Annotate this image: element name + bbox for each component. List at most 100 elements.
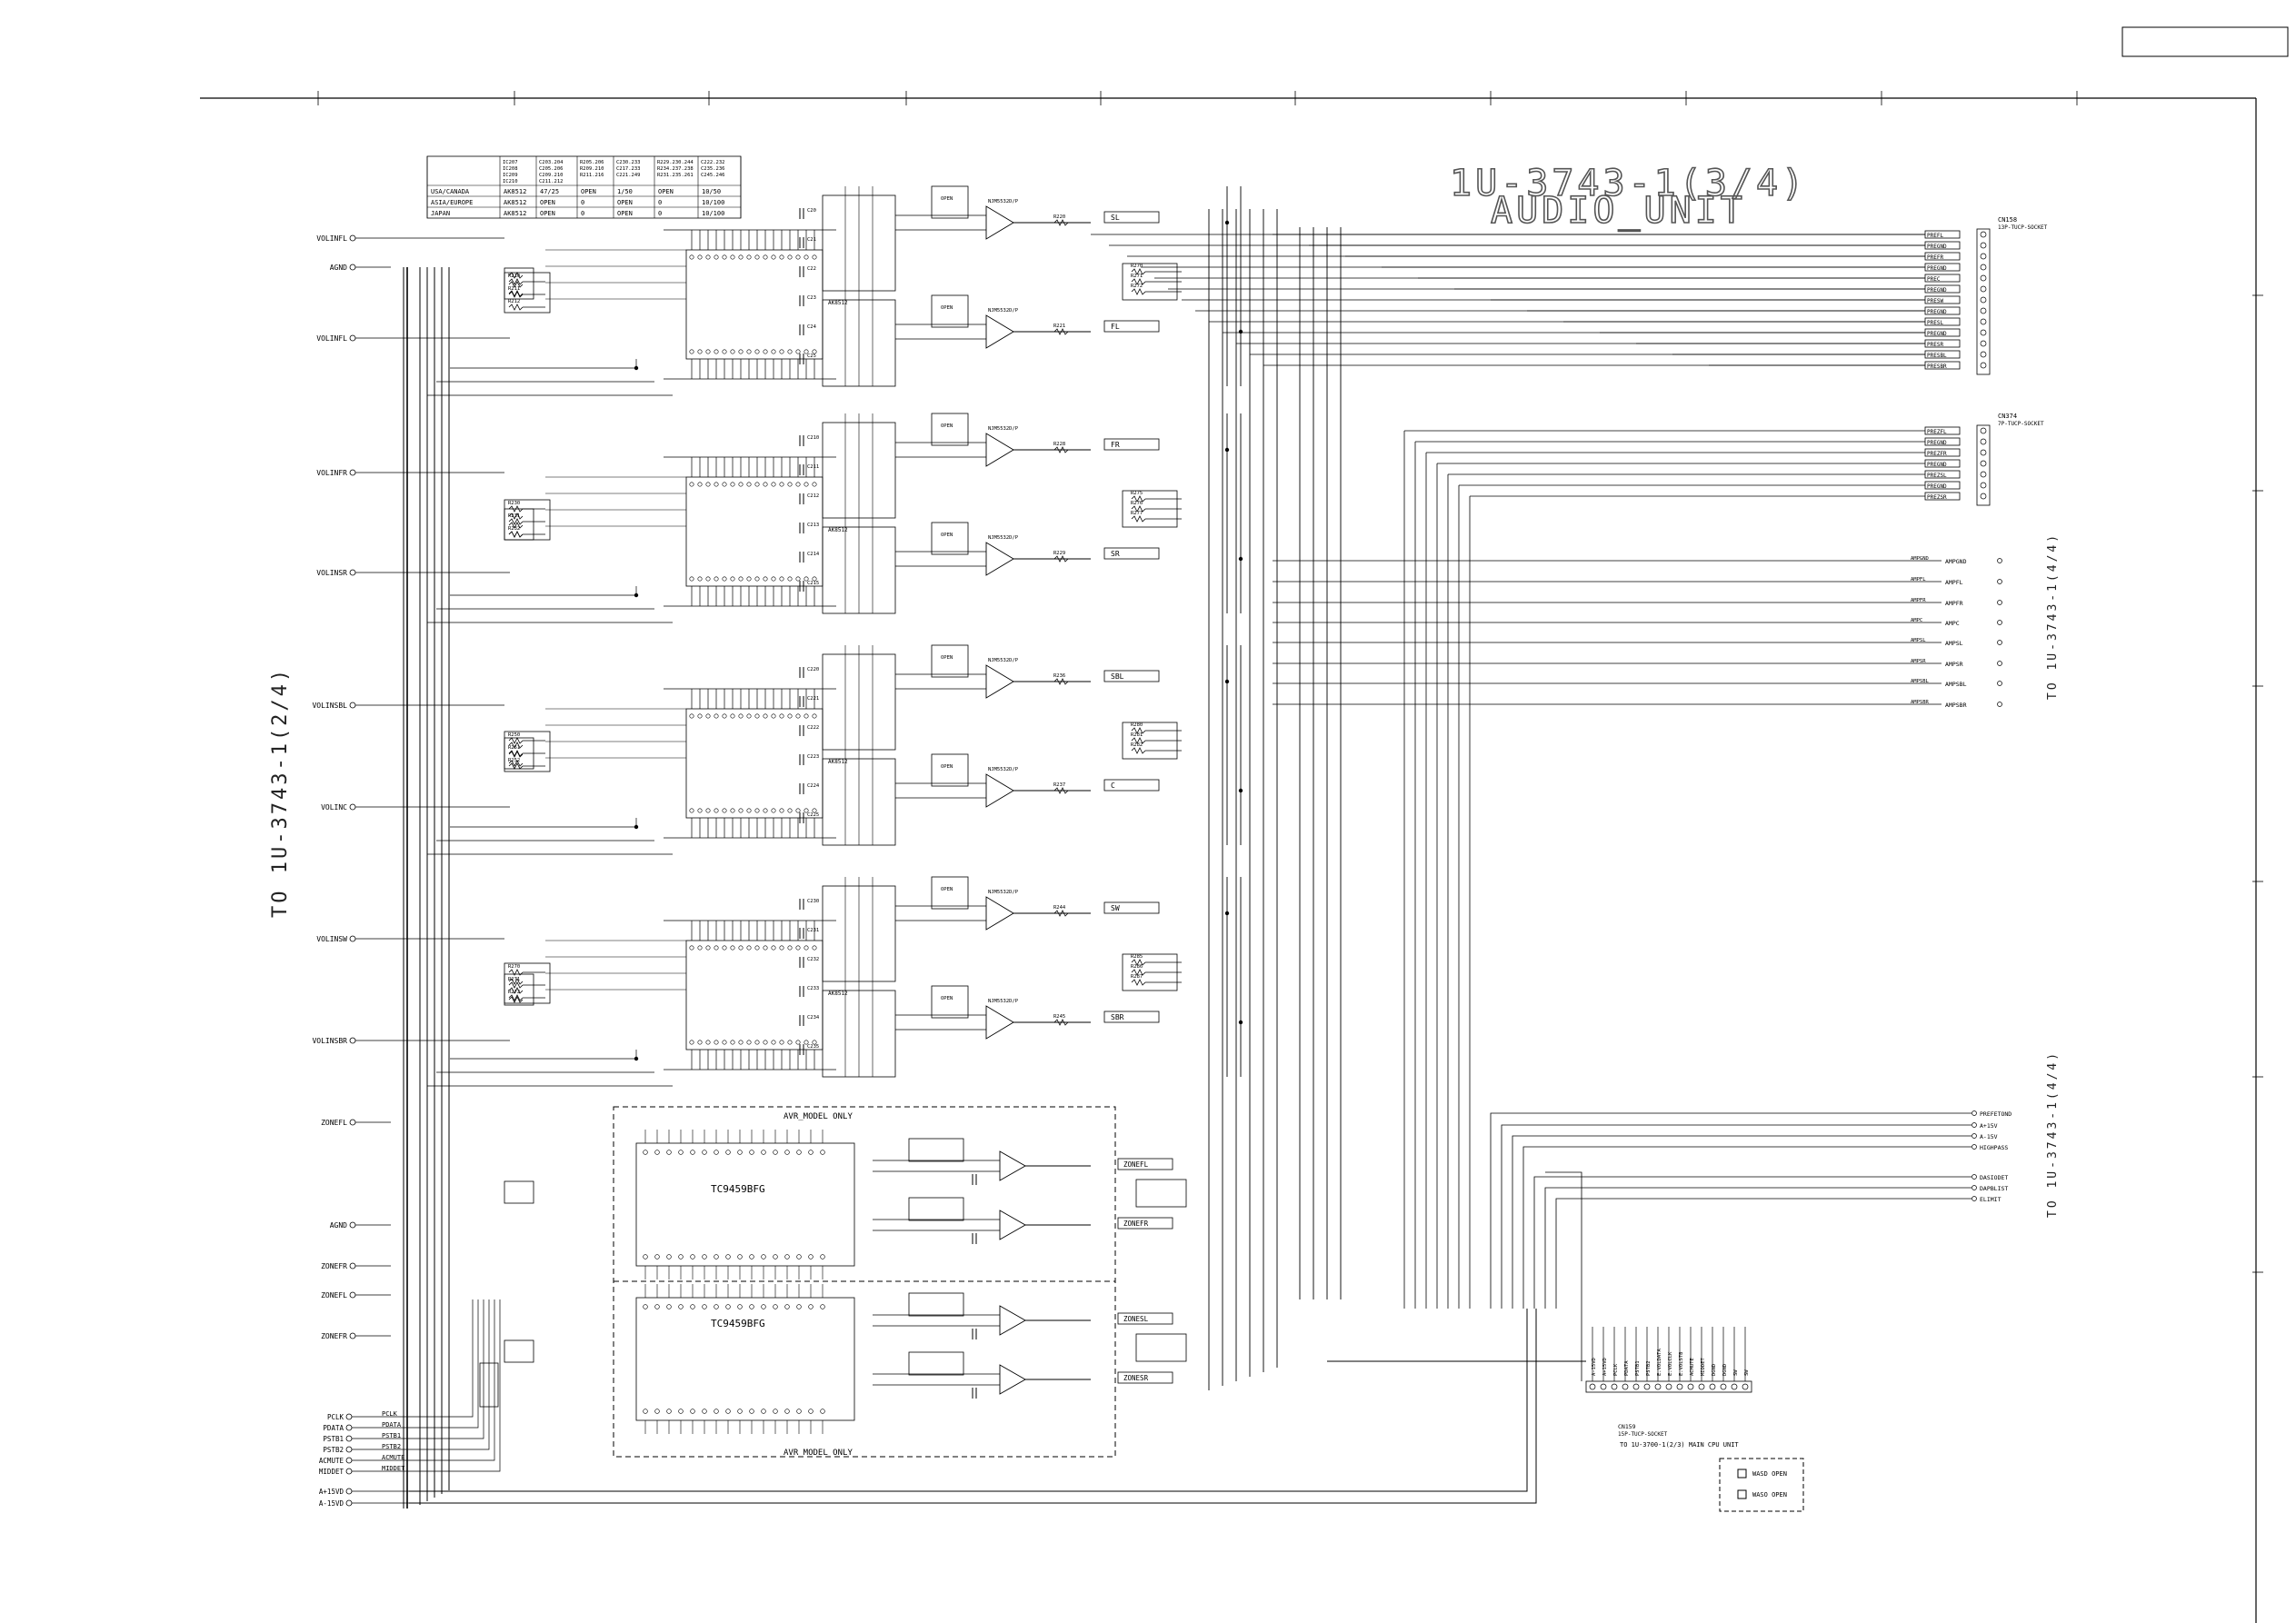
ic-pin: [787, 349, 793, 354]
table-cell: 0: [581, 210, 584, 217]
amp-terminal: [1997, 640, 2002, 645]
connector-pin: [1980, 449, 1987, 456]
resistor: [508, 304, 524, 311]
open-label: OPEN: [941, 655, 953, 661]
ic-pin: [725, 1150, 731, 1155]
ic-pin: [796, 1150, 802, 1155]
connector-pin: [1980, 242, 1987, 249]
ic-pin: [702, 1304, 707, 1309]
ic-pin: [754, 349, 760, 354]
pin-label-2: PSTB1: [323, 1435, 344, 1443]
ic-pin: [746, 349, 752, 354]
pin-net-4: ACMUTE: [382, 1454, 404, 1461]
cap-label: C221: [807, 696, 819, 702]
ic-pin: [690, 1150, 695, 1155]
ic-pin: [804, 349, 809, 354]
resistor: [508, 987, 524, 994]
ic-pin: [787, 713, 793, 719]
table-cell: AK8512: [504, 199, 526, 206]
ic-pin: [754, 576, 760, 582]
cpu-label: TO 1U-3700-1(2/3) MAIN CPU UNIT: [1620, 1441, 1739, 1449]
connector-pin: [1980, 493, 1987, 500]
ic-pin: [722, 808, 727, 813]
ic-pin: [746, 808, 752, 813]
ic-pin: [705, 254, 711, 260]
filter-block: [822, 758, 896, 846]
rc-network: [908, 1197, 964, 1221]
cap-label: C210: [807, 435, 819, 441]
connector-pin: [1643, 1383, 1651, 1390]
ic-pin: [779, 945, 784, 951]
ic-pin: [714, 576, 719, 582]
ic-pin: [812, 349, 817, 354]
resistor-label: R230: [508, 501, 520, 506]
ic-pin: [812, 945, 817, 951]
resistor-label: R229: [1053, 551, 1065, 556]
pin-label-7: A-15VD: [319, 1499, 344, 1508]
amp-terminal: [1997, 558, 2002, 563]
ic-pin: [738, 482, 744, 487]
ic-pin: [796, 1304, 802, 1309]
ic-pin: [763, 349, 768, 354]
op-amp: [999, 1305, 1026, 1336]
table-header-cell: C211.212: [539, 179, 564, 184]
pin-terminal: [345, 1468, 353, 1475]
cn158-pin-3: PREGND: [1927, 265, 1947, 272]
table-cell: OPEN: [617, 210, 633, 217]
ic-pin: [689, 808, 694, 813]
op-amp: [985, 542, 1014, 576]
ic-pin: [722, 254, 727, 260]
resistor-label: R270: [1131, 264, 1143, 269]
volume-ic: [685, 940, 824, 1050]
ic-pin: [795, 482, 801, 487]
ic-pin: [779, 1040, 784, 1045]
ic-pin: [771, 808, 776, 813]
ic-pin: [737, 1150, 743, 1155]
ic-pin: [690, 1409, 695, 1414]
cn158-pin-0: PREFL: [1927, 233, 1943, 239]
ic-pin: [714, 1409, 719, 1414]
opamp-label: NJM5532D/P: [988, 426, 1019, 432]
ic-pin: [779, 713, 784, 719]
connector-pin: [1980, 427, 1987, 434]
resistor: [1131, 515, 1146, 523]
ic-pin: [761, 1304, 766, 1309]
amp-output-1: AMPFL: [1945, 579, 1963, 586]
ic-pin: [737, 1409, 743, 1414]
cn159-pin-11: DGND: [1712, 1364, 1717, 1376]
resistor-label: R287: [1131, 974, 1143, 980]
input-terminal: [349, 264, 356, 271]
pin-net-2: PSTB1: [382, 1432, 401, 1439]
ic-pin: [771, 349, 776, 354]
ic-pin: [749, 1254, 754, 1260]
frame: [200, 26, 2289, 1623]
channel-box-0: [1103, 211, 1160, 224]
pin-net-3: PSTB2: [382, 1443, 401, 1450]
resistor-label: R252: [508, 758, 520, 763]
connector-cn159: [1585, 1380, 1752, 1393]
ic-pin: [643, 1304, 648, 1309]
pin-label-3: PSTB2: [323, 1446, 344, 1454]
ic-pin: [746, 482, 752, 487]
resistor: [508, 996, 524, 1003]
pin-terminal: [345, 1457, 353, 1464]
channel-label-3: SR: [1111, 550, 1120, 558]
connector-pin: [1720, 1383, 1727, 1390]
resistor-label: R232: [508, 526, 520, 532]
opamp-label: NJM5532D/P: [988, 767, 1019, 772]
ic-pin: [771, 713, 776, 719]
connector-pin: [1980, 307, 1987, 314]
ic-pin: [697, 349, 703, 354]
op-amp: [985, 896, 1014, 931]
zone-channel-box-3: [1117, 1371, 1173, 1384]
ic-pin: [725, 1254, 731, 1260]
input-terminal: [349, 469, 356, 476]
junction-dot: [1224, 679, 1230, 684]
amp-terminal: [1997, 681, 2002, 686]
table-header-cell: IC207: [503, 160, 518, 165]
right-signal-0: PREFETOND: [1980, 1110, 2011, 1118]
table-header-cell: C222.232: [701, 160, 725, 165]
connector-pin: [1589, 1383, 1596, 1390]
connector-pin: [1665, 1383, 1672, 1390]
cn159-pin-9: ACMUTE: [1690, 1358, 1695, 1376]
